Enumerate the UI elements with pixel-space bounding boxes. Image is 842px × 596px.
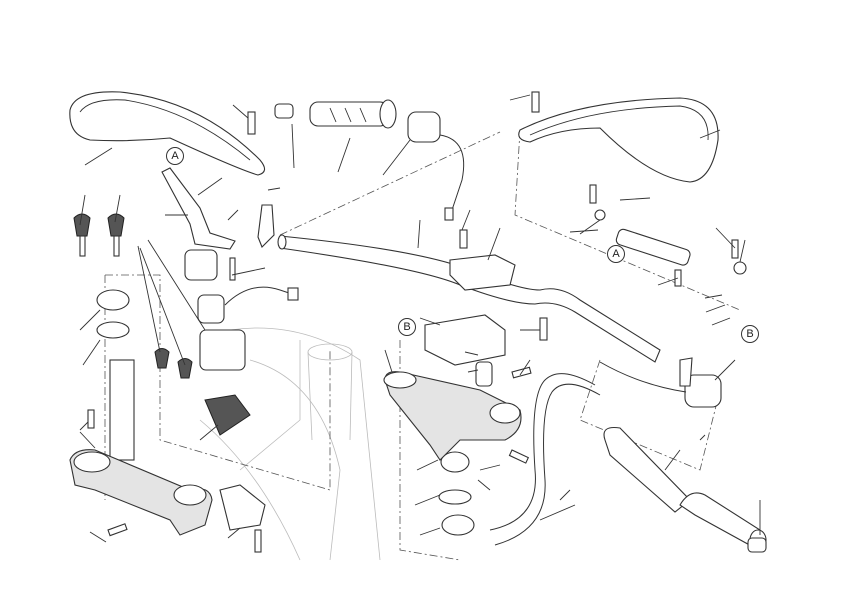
frame-ghost-outline	[199, 327, 381, 561]
clutch-lever-bracket	[161, 167, 275, 250]
steering-damper	[594, 209, 747, 275]
steering-bearings	[96, 289, 475, 536]
reference-label-a: A	[607, 245, 625, 263]
throttle-cables	[489, 373, 601, 546]
lower-triple-clamp	[69, 359, 266, 536]
right-mirror	[518, 97, 719, 183]
right-switch-housing	[599, 357, 722, 408]
ignition-switch	[184, 249, 299, 436]
ignition-keys	[73, 213, 193, 379]
upper-triple-clamp	[383, 254, 522, 461]
left-mirror	[69, 91, 266, 176]
left-switch-housing	[407, 111, 465, 221]
left-grip	[274, 99, 397, 129]
right-throttle-grip	[603, 426, 767, 553]
reference-label-a: A	[166, 147, 184, 165]
leader-lines	[79, 94, 761, 543]
reference-label-b: B	[741, 325, 759, 343]
reference-label-b: B	[398, 318, 416, 336]
